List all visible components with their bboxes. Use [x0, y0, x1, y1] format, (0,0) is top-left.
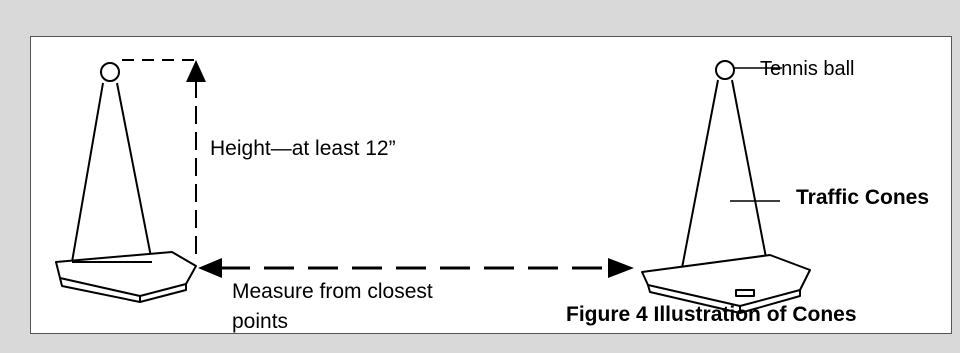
right-cone	[641, 60, 811, 314]
distance-arrow-left	[198, 258, 222, 278]
height-label: Height—at least 12”	[210, 137, 396, 160]
distance-arrow-right	[608, 258, 634, 278]
height-arrow-up	[186, 60, 206, 82]
height-marker	[122, 59, 197, 262]
left-tennis-ball	[100, 62, 120, 82]
measure-label-line2: points	[232, 310, 289, 333]
tennis-ball-label: Tennis ball	[760, 58, 855, 80]
right-cone-base	[641, 254, 811, 307]
right-cone-body	[681, 79, 769, 269]
right-tennis-ball	[715, 60, 735, 80]
figure-caption: Figure 4 Illustration of Cones	[566, 303, 857, 326]
traffic-cone-label-wrap: Traffic Cones	[796, 186, 960, 216]
caption-wrap: Figure 4 Illustration of Cones	[566, 303, 960, 333]
left-cone-body	[71, 82, 153, 263]
measure-label-line1: Measure from closest	[232, 280, 433, 303]
left-cone	[55, 62, 197, 303]
traffic-cone-label: Traffic Cones	[796, 186, 930, 209]
